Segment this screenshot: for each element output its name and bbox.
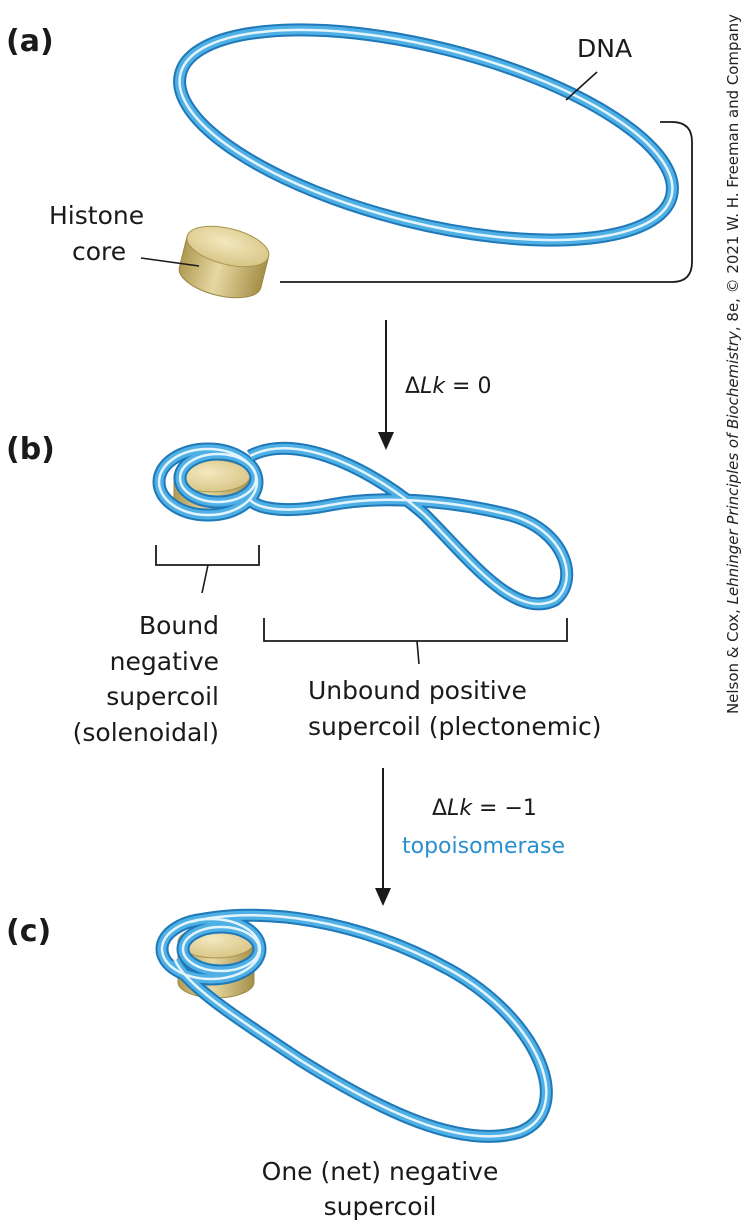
- dna-figure-eight-b: [152, 441, 574, 611]
- credit-line: Nelson & Cox, Lehninger Principles of Bi…: [724, 14, 742, 714]
- dna-loop-c: [155, 908, 553, 1143]
- lk-symbol-2: Lk: [447, 796, 473, 821]
- arrow-a-to-b: [378, 320, 394, 450]
- unbound-label-line1: Unbound positive: [308, 676, 527, 705]
- bound-label-line3: supercoil: [106, 682, 219, 711]
- histone-label-line1: Histone: [49, 201, 144, 230]
- unbound-bracket: [263, 618, 568, 642]
- arrow-b-to-c: [375, 768, 391, 906]
- delta-symbol-2: Δ: [432, 796, 447, 821]
- panel-b-label: (b): [6, 432, 55, 467]
- lk-value-1: = 0: [445, 374, 491, 399]
- credit-title: Lehninger Principles of Biochemistry: [724, 330, 742, 604]
- dna-circle-a: [173, 23, 679, 247]
- delta-lk-minus-one-label: ΔLk = −1: [432, 796, 537, 821]
- panel-a-label: (a): [6, 24, 54, 59]
- grouping-bracket: [280, 121, 693, 283]
- lk-value-2: = −1: [472, 796, 537, 821]
- histone-core-a: [178, 225, 270, 299]
- histone-label-line2: core: [72, 237, 126, 266]
- bound-bracket: [155, 545, 260, 566]
- dna-leader-line: [565, 71, 598, 101]
- histone-leader-line: [140, 257, 200, 267]
- unbound-label-line2: supercoil (plectonemic): [308, 712, 602, 741]
- credit-suffix: , 8e, © 2021 W. H. Freeman and Company: [724, 14, 742, 331]
- credit-prefix: Nelson & Cox,: [724, 604, 742, 714]
- unbound-bracket-tick: [416, 640, 420, 665]
- result-label-line1: One (net) negative: [262, 1157, 499, 1186]
- lk-symbol-1: Lk: [420, 374, 446, 399]
- topoisomerase-label: topoisomerase: [402, 834, 565, 859]
- delta-symbol-1: Δ: [405, 374, 420, 399]
- result-label-line2: supercoil: [324, 1192, 437, 1221]
- bound-label-line2: negative: [110, 647, 219, 676]
- bound-label-line1: Bound: [139, 611, 219, 640]
- bound-bracket-tick: [201, 564, 209, 594]
- dna-label: DNA: [577, 34, 632, 63]
- bound-label-line4: (solenoidal): [73, 718, 219, 747]
- panel-c-label: (c): [6, 914, 51, 949]
- delta-lk-zero-label: ΔLk = 0: [405, 374, 491, 399]
